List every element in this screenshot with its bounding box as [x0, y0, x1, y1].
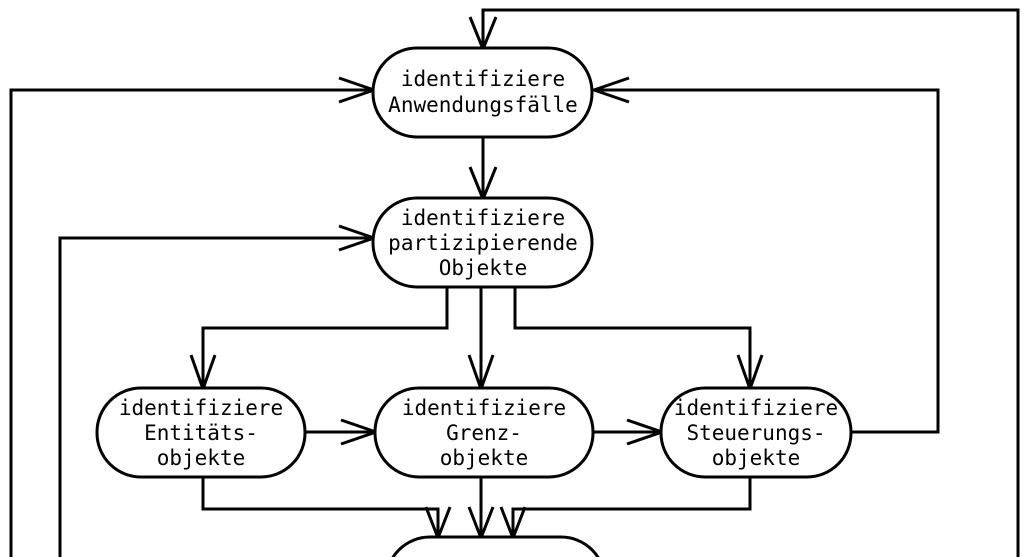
- node-grenzobjekte-line1: identifiziere: [402, 396, 566, 420]
- node-partizipierende-objekte[interactable]: identifiziere partizipierende Objekte: [371, 196, 594, 289]
- edge-partizipierende-to-steuerungs: [513, 286, 752, 386]
- node-grenzobjekte[interactable]: identifiziere Grenz- objekte: [373, 386, 595, 479]
- node-partizipierende-objekte-line3: Objekte: [439, 256, 528, 280]
- node-entitaetsobjekte-line2: Entitäts-: [144, 421, 258, 445]
- edge-inner-left-return: [58, 236, 371, 557]
- edge-entitaets-to-bottom: [201, 478, 440, 535]
- edge-partizipierende-to-entitaets: [201, 286, 449, 386]
- node-bottom-partial-shape: [391, 535, 600, 557]
- node-entitaetsobjekte-shape: [95, 386, 307, 479]
- node-partizipierende-objekte-line2: partizipierende: [388, 231, 578, 255]
- edge-steuerungs-to-anwendungsfaelle: [597, 88, 940, 434]
- node-steuerungsobjekte-line2: Steuerungs-: [686, 421, 825, 445]
- edge-steuerungs-to-bottom: [511, 478, 752, 535]
- node-partizipierende-objekte-line1: identifiziere: [401, 206, 565, 230]
- node-steuerungsobjekte[interactable]: identifiziere Steuerungs- objekte: [659, 386, 853, 479]
- arrowhead-into-anwendungsfaelle-right: [589, 76, 630, 104]
- node-anwendungsfaelle-line1: identifiziere: [401, 67, 565, 91]
- edge-outer-left-return: [9, 88, 371, 557]
- node-grenzobjekte-line3: objekte: [440, 446, 529, 470]
- node-anwendungsfaelle-line2: Anwendungsfälle: [388, 93, 578, 117]
- node-entitaetsobjekte-line3: objekte: [157, 446, 246, 470]
- edge-outer-right-return: [481, 8, 1020, 557]
- node-steuerungsobjekte-line1: identifiziere: [674, 396, 838, 420]
- node-entitaetsobjekte[interactable]: identifiziere Entitäts- objekte: [95, 386, 307, 479]
- node-bottom-partial[interactable]: [386, 535, 605, 557]
- node-anwendungsfaelle-shape: [371, 46, 594, 139]
- node-steuerungsobjekte-line3: objekte: [712, 446, 801, 470]
- node-grenzobjekte-line2: Grenz-: [446, 421, 522, 445]
- node-entitaetsobjekte-line1: identifiziere: [119, 396, 283, 420]
- node-steuerungsobjekte-shape: [659, 386, 853, 479]
- node-partizipierende-objekte-shape: [371, 196, 594, 289]
- node-anwendungsfaelle[interactable]: identifiziere Anwendungsfälle: [371, 46, 594, 139]
- node-grenzobjekte-shape: [373, 386, 595, 479]
